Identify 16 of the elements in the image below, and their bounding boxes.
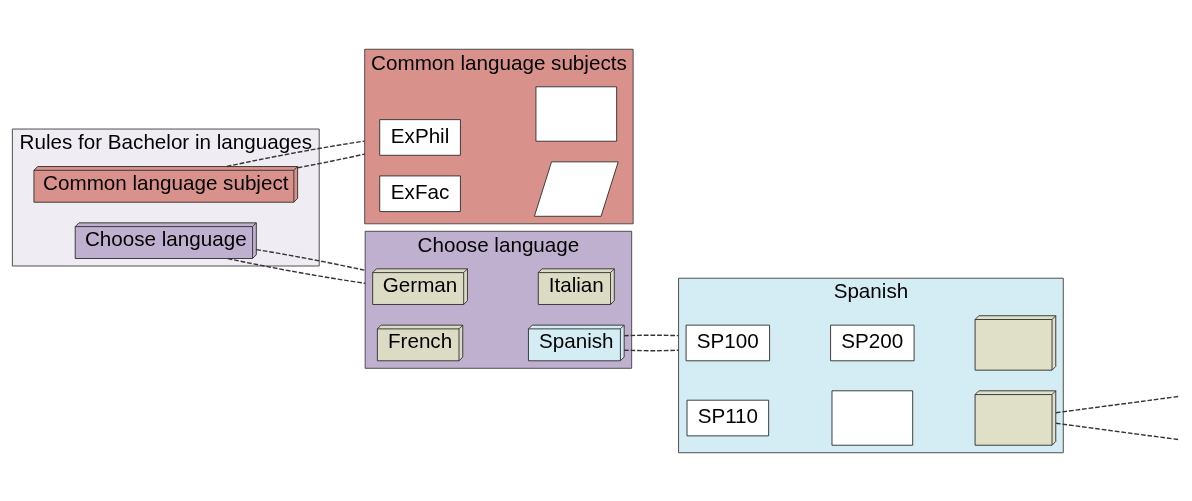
node-table	[831, 389, 914, 446]
connector	[227, 257, 366, 284]
node-table	[535, 85, 618, 142]
node-box: SP100	[685, 324, 771, 361]
connector	[1055, 395, 1180, 413]
connector	[226, 139, 366, 167]
node-parallelogram	[533, 160, 619, 217]
connector	[623, 334, 680, 336]
connector	[297, 152, 366, 168]
connector	[1055, 422, 1180, 440]
node-box: ExFac	[379, 174, 461, 212]
node-box: ExPhil	[379, 118, 461, 156]
node-box: SP200	[830, 324, 915, 361]
node-box: SP110	[686, 399, 770, 436]
connector	[623, 349, 680, 351]
connector	[255, 248, 366, 271]
